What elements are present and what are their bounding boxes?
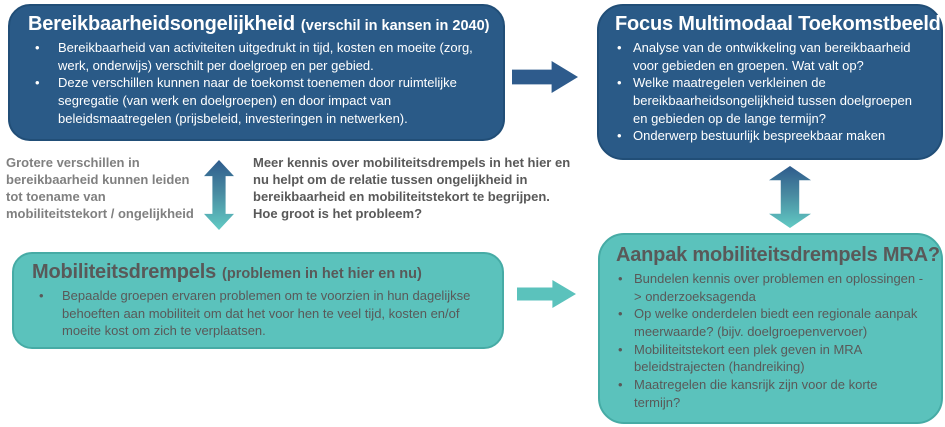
right-arrow-icon: [512, 61, 578, 93]
box-title: Focus Multimodaal Toekomstbeeld: [615, 13, 941, 35]
box-title-row: Bereikbaarheidsongelijkheid (verschil in …: [28, 13, 490, 36]
bullet-item: Bundelen kennis over problemen en oploss…: [616, 270, 925, 305]
box-title-row: Aanpak mobiliteitsdrempels MRA?: [616, 244, 940, 267]
bullet-list: Bundelen kennis over problemen en oploss…: [616, 270, 925, 411]
bullet-list: Bereikbaarheid van activiteiten uitgedru…: [28, 39, 485, 127]
bullet-item: Bepaalde groepen ervaren problemen om te…: [32, 287, 484, 340]
box-title-row: Focus Multimodaal Toekomstbeeld: [615, 13, 941, 36]
box-focus-multimodaal-toekomstbeeld: Focus Multimodaal Toekomstbeeld Analyse …: [597, 4, 943, 160]
double-vertical-arrow-icon: [204, 160, 234, 230]
bullet-item: Analyse van de ontwikkeling van bereikba…: [615, 39, 925, 74]
box-title: Bereikbaarheidsongelijkheid: [28, 13, 295, 35]
bullet-item: Deze verschillen kunnen naar de toekomst…: [28, 74, 485, 127]
bullet-item: Maatregelen die kansrijk zijn voor de ko…: [616, 376, 925, 411]
right-arrow-icon: [517, 280, 576, 308]
bullet-item: Welke maatregelen verkleinen de bereikba…: [615, 74, 925, 127]
box-title-suffix: (verschil in kansen in 2040): [300, 18, 490, 34]
bullet-item: Onderwerp bestuurlijk bespreekbaar maken: [615, 127, 925, 145]
box-title: Aanpak mobiliteitsdrempels MRA?: [616, 244, 940, 266]
box-title-suffix: (problemen in het hier en nu): [222, 266, 422, 282]
box-title: Mobiliteitsdrempels: [32, 261, 217, 283]
bullet-item: Op welke onderdelen biedt een regionale …: [616, 305, 925, 340]
bullet-list: Bepaalde groepen ervaren problemen om te…: [32, 287, 484, 340]
box-aanpak-mobiliteitsdrempels-mra: Aanpak mobiliteitsdrempels MRA? Bundelen…: [598, 233, 943, 424]
bullet-item: Bereikbaarheid van activiteiten uitgedru…: [28, 39, 485, 74]
note-meer-kennis: Meer kennis over mobiliteitsdrempels in …: [253, 155, 571, 221]
box-bereikbaarheidsongelijkheid: Bereikbaarheidsongelijkheid (verschil in …: [8, 4, 505, 141]
box-title-row: Mobiliteitsdrempels (problemen in het hie…: [32, 261, 484, 284]
box-mobiliteitsdrempels: Mobiliteitsdrempels (problemen in het hie…: [12, 252, 504, 349]
double-vertical-arrow-icon: [769, 166, 811, 228]
note-grotere-verschillen: Grotere verschillen in bereikbaarheid ku…: [6, 155, 194, 221]
bullet-list: Analyse van de ontwikkeling van bereikba…: [615, 39, 925, 145]
bullet-item: Mobiliteitstekort een plek geven in MRA …: [616, 341, 925, 376]
